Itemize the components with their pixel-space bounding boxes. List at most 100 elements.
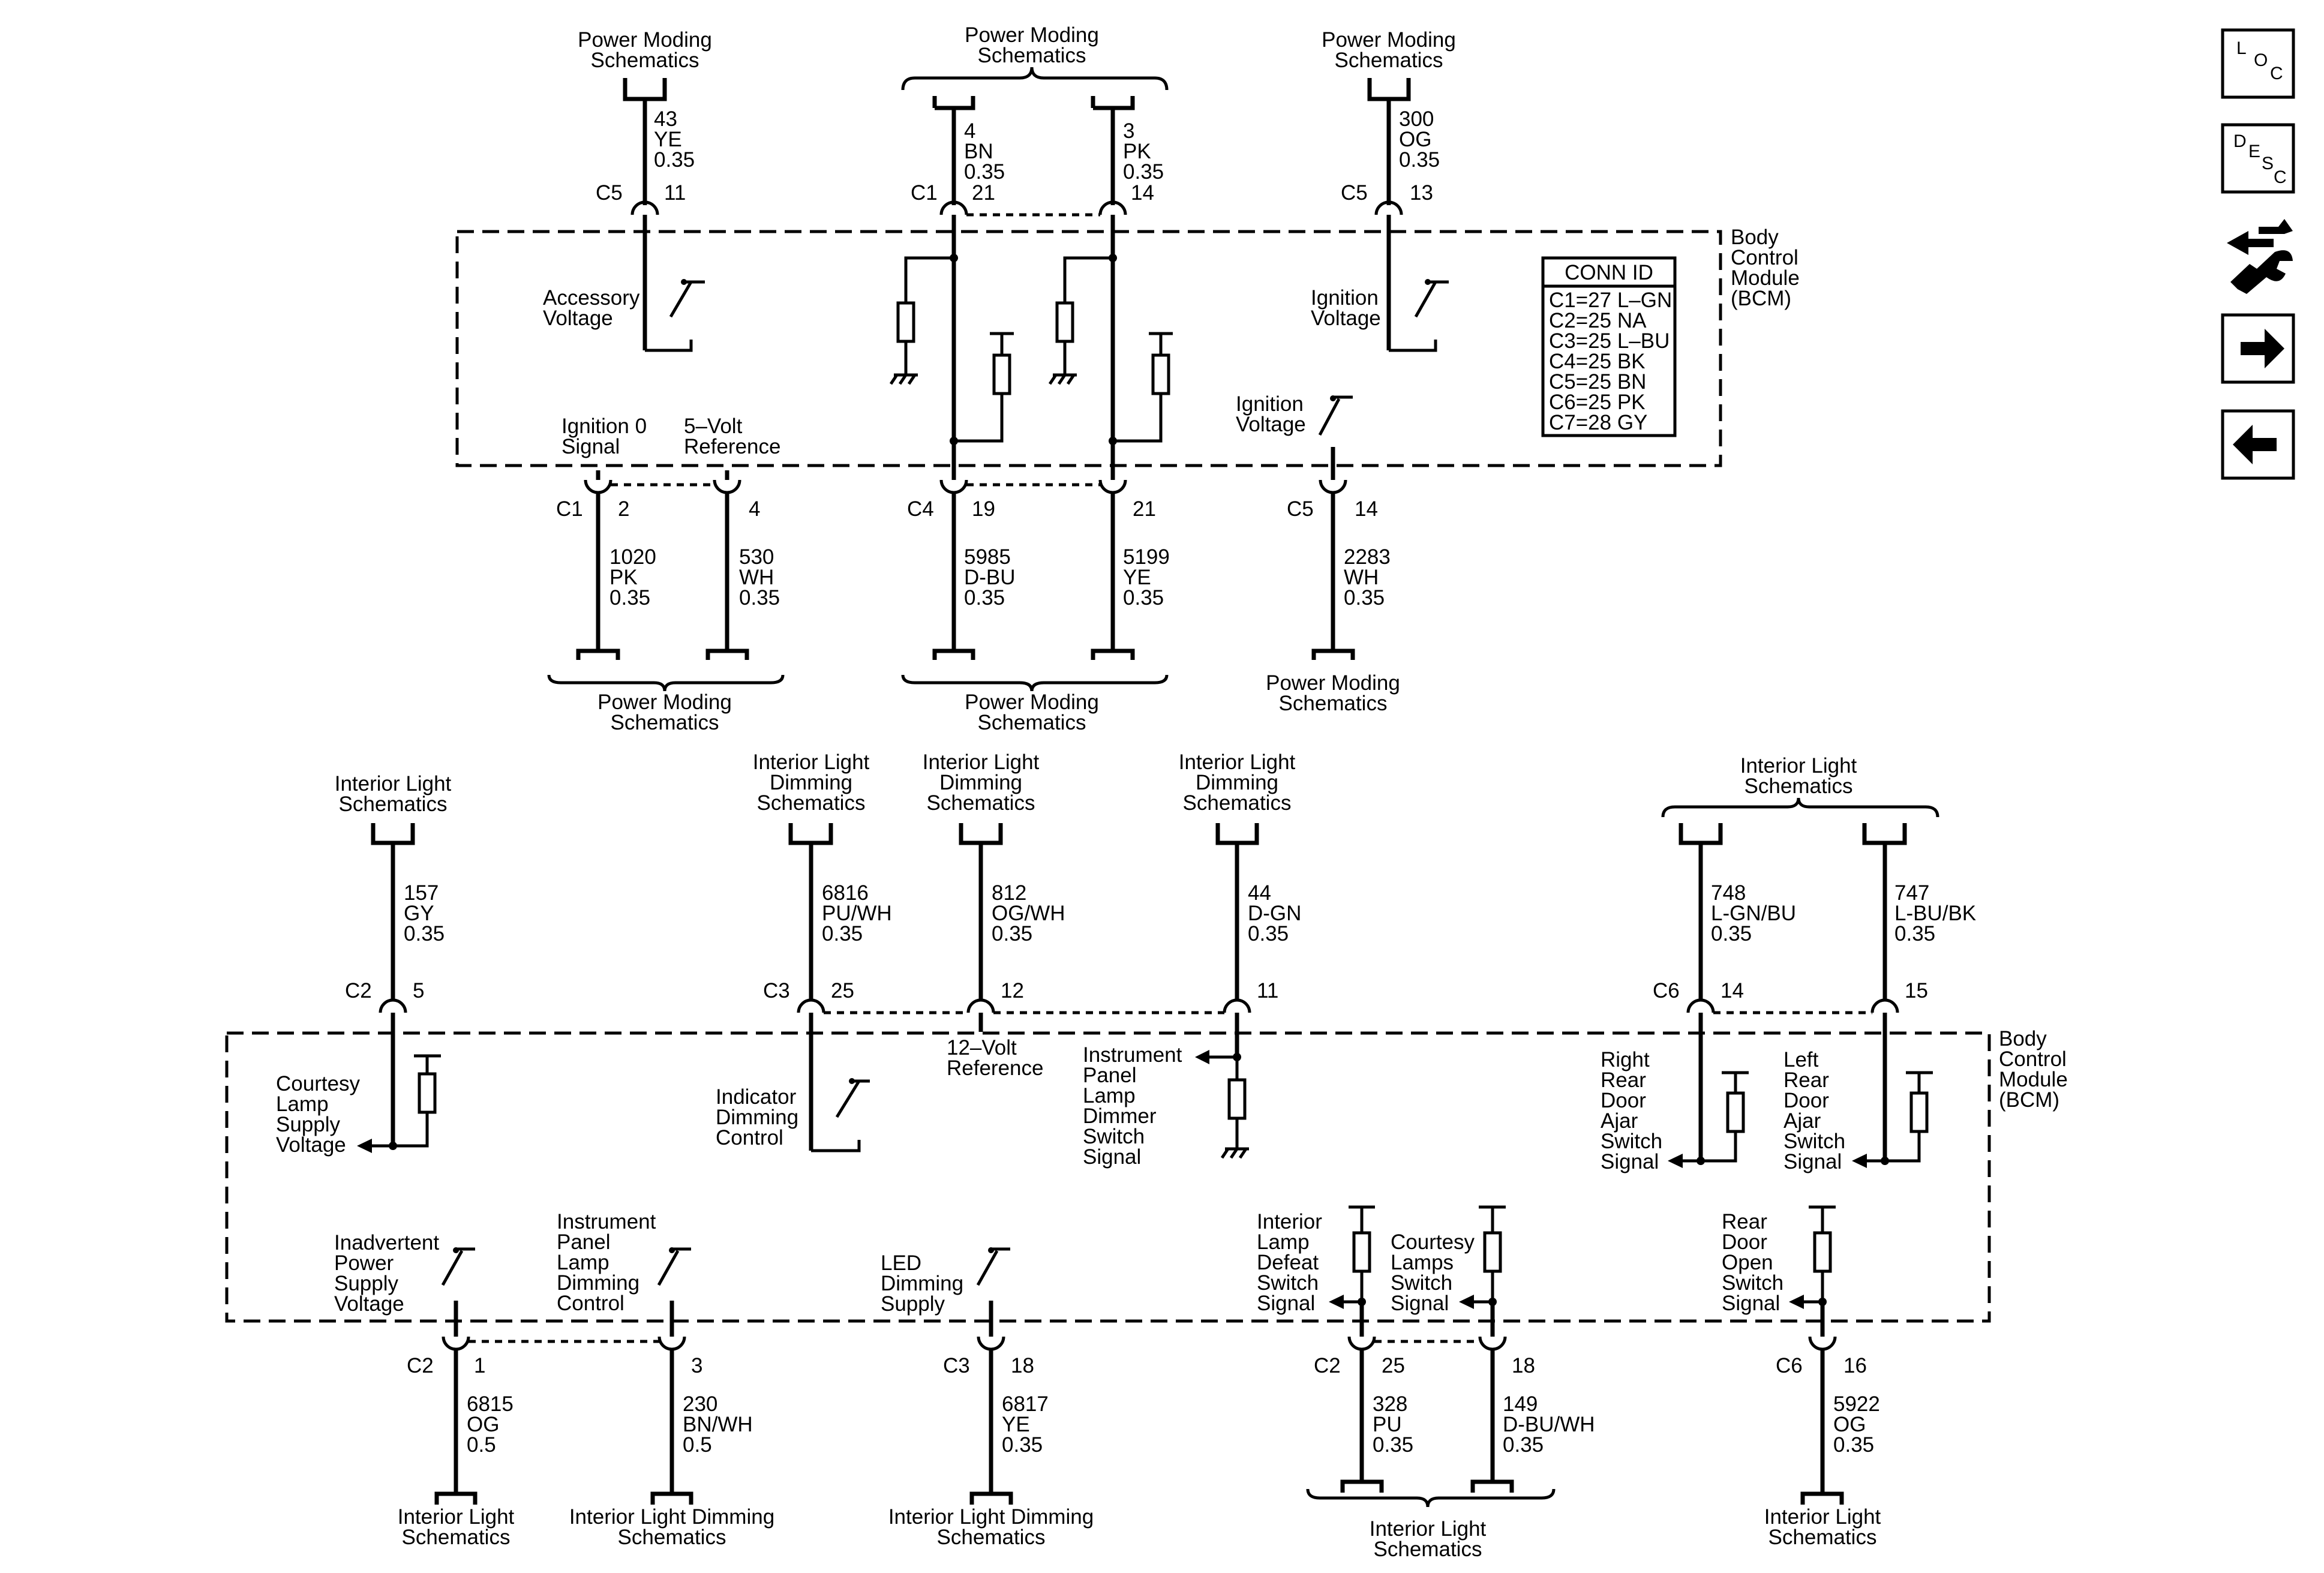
- svg-text:Supply: Supply: [276, 1113, 341, 1136]
- svg-text:747: 747: [1894, 881, 1929, 905]
- svg-text:18: 18: [1011, 1354, 1034, 1377]
- svg-text:Signal: Signal: [1722, 1292, 1780, 1315]
- svg-text:5985: 5985: [964, 545, 1011, 569]
- nav-panel: L O C D E S C: [2221, 28, 2295, 480]
- svg-text:0.35: 0.35: [1399, 148, 1440, 172]
- svg-text:Module: Module: [1731, 266, 1800, 290]
- svg-text:Signal: Signal: [562, 435, 620, 458]
- svg-text:5: 5: [413, 979, 424, 1002]
- svg-text:Reference: Reference: [947, 1056, 1043, 1080]
- svg-text:Ajar: Ajar: [1601, 1109, 1638, 1133]
- circuit-1020-530-ignition-reference: Ignition 0 Signal 5–Volt Reference C1 2 …: [547, 415, 785, 734]
- svg-text:0.35: 0.35: [822, 922, 863, 945]
- svg-text:D-BU/WH: D-BU/WH: [1503, 1413, 1595, 1436]
- svg-text:157: 157: [404, 881, 439, 905]
- svg-text:Rear: Rear: [1722, 1210, 1767, 1233]
- svg-text:Panel: Panel: [557, 1230, 611, 1254]
- svg-text:Control: Control: [557, 1292, 624, 1315]
- svg-text:6817: 6817: [1002, 1392, 1049, 1416]
- svg-text:Schematics: Schematics: [937, 1526, 1046, 1549]
- svg-text:Interior Light: Interior Light: [398, 1505, 515, 1529]
- desc-button[interactable]: D E S C: [2221, 123, 2295, 194]
- svg-text:Power Moding: Power Moding: [578, 28, 712, 52]
- svg-text:4: 4: [964, 119, 975, 143]
- exchange-wrench-icon[interactable]: [2227, 219, 2293, 294]
- svg-text:Dimming: Dimming: [716, 1106, 798, 1129]
- svg-text:C2=25 NA: C2=25 NA: [1549, 309, 1647, 332]
- svg-text:18: 18: [1512, 1354, 1535, 1377]
- svg-text:44: 44: [1248, 881, 1271, 905]
- svg-text:21: 21: [972, 181, 995, 205]
- svg-text:0.35: 0.35: [1123, 160, 1164, 184]
- svg-text:E: E: [2248, 142, 2260, 161]
- loc-button[interactable]: L O C: [2221, 28, 2295, 99]
- svg-text:Ignition: Ignition: [1311, 286, 1379, 310]
- svg-text:C6=25 PK: C6=25 PK: [1549, 391, 1646, 414]
- svg-text:21: 21: [1133, 497, 1156, 521]
- svg-text:Dimming: Dimming: [939, 771, 1022, 794]
- svg-text:C1: C1: [911, 181, 938, 205]
- circuit-6816-indicator-dimming: Interior Light Dimming Schematics 6816 P…: [716, 751, 892, 1152]
- svg-text:WH: WH: [739, 566, 774, 589]
- svg-text:Switch: Switch: [1783, 1130, 1845, 1153]
- svg-text:Voltage: Voltage: [1236, 413, 1306, 436]
- svg-text:Switch: Switch: [1391, 1271, 1452, 1295]
- svg-text:Lamp: Lamp: [276, 1092, 329, 1116]
- circuit-43-accessory: Power Moding Schematics 43 YE 0.35 C5 11…: [543, 28, 712, 352]
- svg-text:0.35: 0.35: [739, 586, 780, 610]
- svg-text:(BCM): (BCM): [1731, 287, 1791, 310]
- svg-text:Indicator: Indicator: [716, 1085, 797, 1109]
- bcm-label-top: Body Control Module (BCM): [1731, 226, 1800, 310]
- svg-text:Schematics: Schematics: [1374, 1538, 1482, 1561]
- svg-text:Rear: Rear: [1783, 1068, 1829, 1092]
- svg-text:25: 25: [831, 979, 854, 1002]
- bcm-label-bottom: Body Control Module (BCM): [1999, 1027, 2068, 1112]
- svg-text:YE: YE: [1002, 1413, 1030, 1436]
- svg-text:Power Moding: Power Moding: [1322, 28, 1456, 52]
- svg-text:C6: C6: [1653, 979, 1680, 1002]
- svg-text:C5: C5: [596, 181, 623, 205]
- svg-text:25: 25: [1382, 1354, 1405, 1377]
- arrow-right-button[interactable]: [2221, 313, 2295, 384]
- circuit-812-12v-reference: Interior Light Dimming Schematics 812 OG…: [824, 751, 1065, 1080]
- svg-text:0.35: 0.35: [992, 922, 1032, 945]
- svg-text:C3: C3: [943, 1354, 970, 1377]
- svg-text:Body: Body: [1999, 1027, 2047, 1050]
- svg-text:Schematics: Schematics: [402, 1526, 511, 1549]
- svg-text:748: 748: [1711, 881, 1746, 905]
- svg-text:Signal: Signal: [1601, 1150, 1659, 1173]
- svg-text:C: C: [2274, 167, 2287, 187]
- svg-text:11: 11: [1257, 979, 1278, 1002]
- svg-text:12–Volt: 12–Volt: [947, 1036, 1017, 1059]
- svg-text:Control: Control: [1731, 246, 1798, 269]
- svg-text:Left: Left: [1783, 1048, 1819, 1071]
- svg-text:5–Volt: 5–Volt: [684, 415, 743, 438]
- svg-text:CONN ID: CONN ID: [1565, 261, 1653, 284]
- bcm-boundary-bottom: [225, 1031, 1991, 1323]
- svg-text:3: 3: [691, 1354, 702, 1377]
- svg-text:C: C: [2270, 64, 2283, 83]
- svg-text:Schematics: Schematics: [611, 711, 719, 734]
- svg-text:6816: 6816: [822, 881, 869, 905]
- svg-text:Signal: Signal: [1391, 1292, 1449, 1315]
- svg-text:Schematics: Schematics: [927, 791, 1035, 815]
- svg-text:Interior: Interior: [1257, 1210, 1322, 1233]
- svg-text:C3: C3: [763, 979, 790, 1002]
- svg-text:Inadvertent: Inadvertent: [334, 1231, 439, 1254]
- svg-text:Schematics: Schematics: [1744, 775, 1853, 798]
- conn-id-table: CONN ID C1=27 L–GN C2=25 NA C3=25 L–BU C…: [1541, 256, 1677, 437]
- svg-text:0.5: 0.5: [683, 1433, 712, 1457]
- svg-text:D-GN: D-GN: [1248, 902, 1301, 925]
- svg-text:C4: C4: [907, 497, 934, 521]
- svg-text:0.35: 0.35: [1894, 922, 1935, 945]
- circuit-300-ignition: Power Moding Schematics 300 OG 0.35 C5 1…: [1311, 28, 1456, 352]
- svg-text:C7=28 GY: C7=28 GY: [1549, 411, 1647, 434]
- svg-text:OG/WH: OG/WH: [992, 902, 1065, 925]
- svg-text:S: S: [2262, 154, 2274, 173]
- svg-text:Door: Door: [1722, 1230, 1767, 1254]
- svg-text:16: 16: [1843, 1354, 1867, 1377]
- arrow-left-button[interactable]: [2221, 409, 2295, 480]
- svg-text:0.35: 0.35: [1002, 1433, 1043, 1457]
- svg-text:300: 300: [1399, 107, 1434, 131]
- svg-text:Accessory: Accessory: [543, 286, 640, 310]
